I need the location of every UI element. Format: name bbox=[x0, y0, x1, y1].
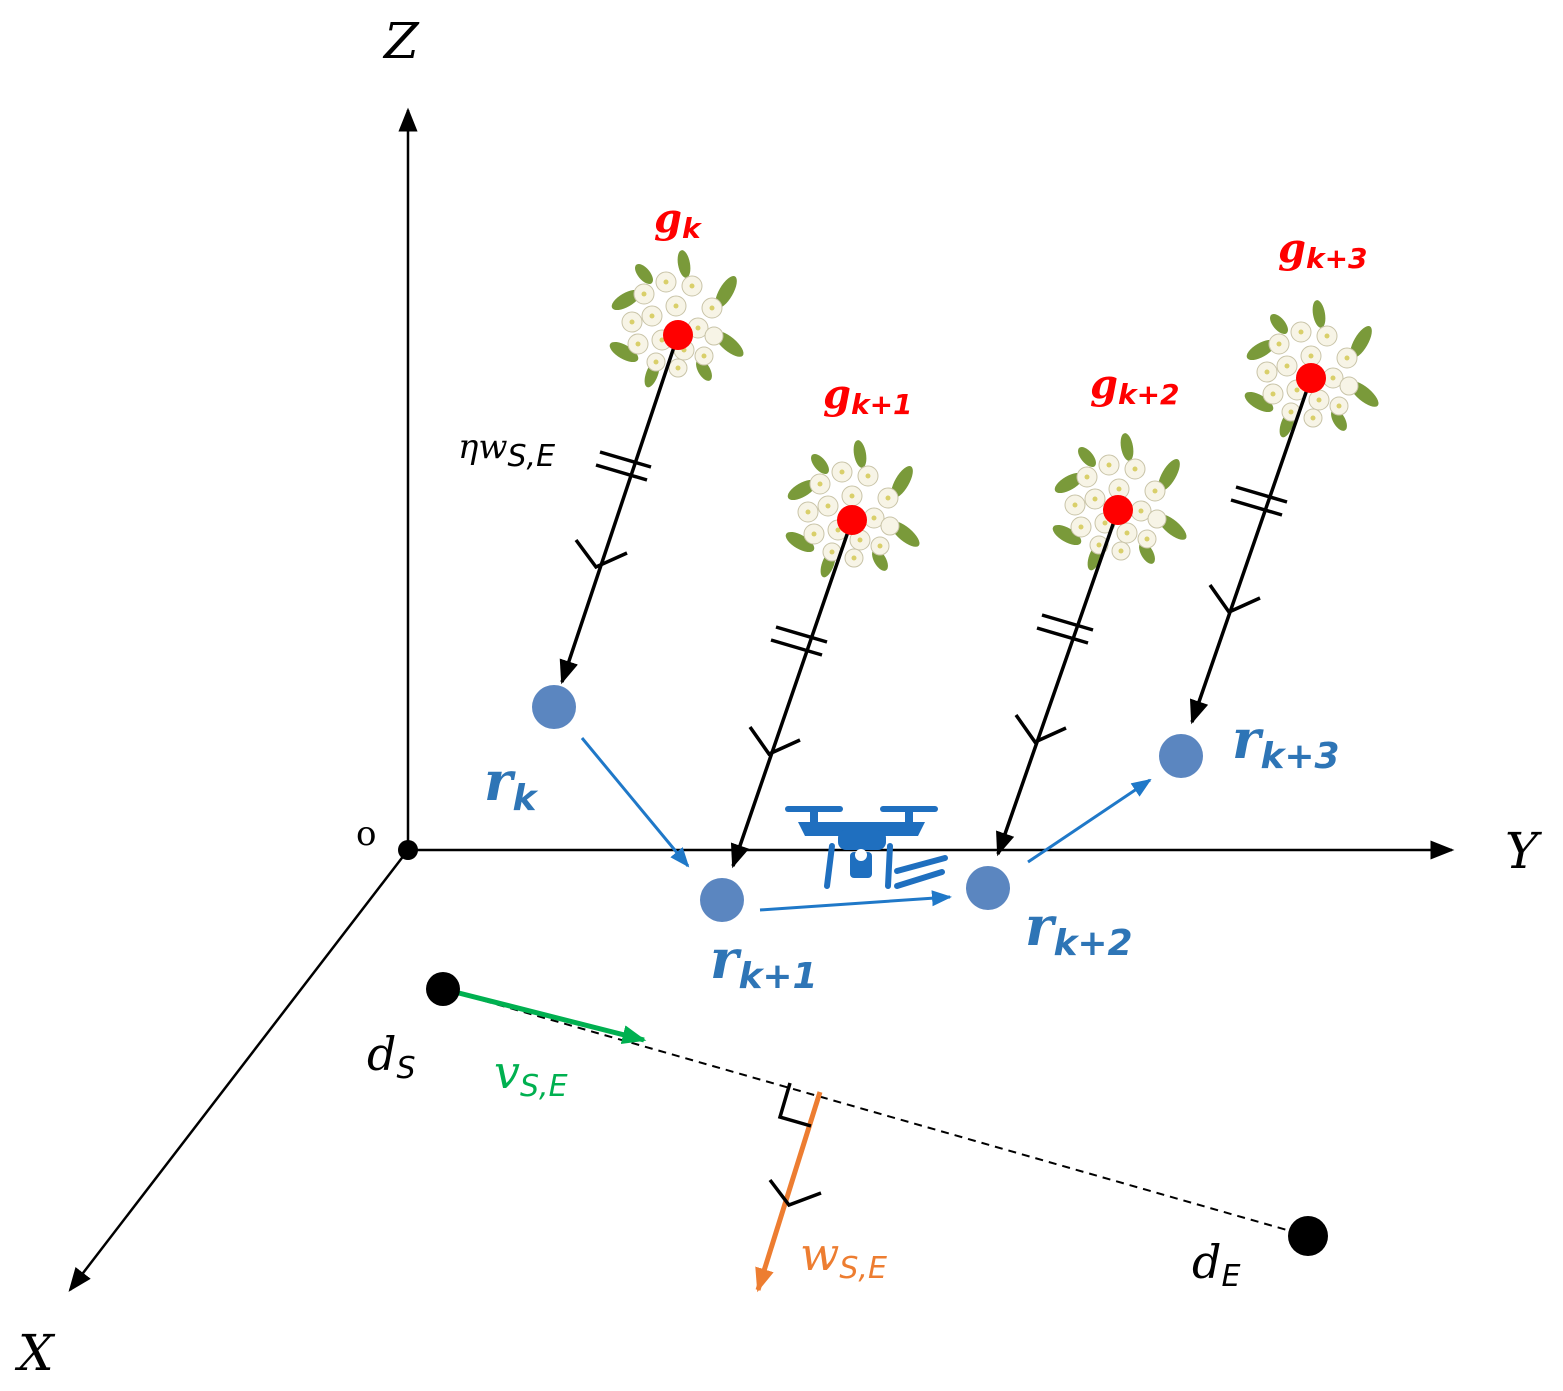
label-d-start: dS bbox=[367, 1027, 416, 1086]
r-flow-arrows bbox=[580, 737, 1152, 912]
label-d-end: dE bbox=[1192, 1235, 1240, 1294]
r-point-k bbox=[532, 685, 576, 729]
label-g-k: gk bbox=[654, 195, 703, 245]
label-v: vS,E bbox=[494, 1045, 568, 1104]
v-vector bbox=[442, 986, 647, 1044]
r-point-k1 bbox=[700, 878, 744, 922]
label-r-k: rk bbox=[484, 749, 538, 819]
r-points bbox=[532, 685, 1203, 922]
g-points bbox=[663, 320, 1326, 535]
x-axis-label: X bbox=[14, 1324, 56, 1382]
y-axis-label: Y bbox=[1505, 822, 1542, 880]
g-point-k bbox=[663, 320, 693, 350]
r-point-k2 bbox=[966, 866, 1010, 910]
r-point-k3 bbox=[1159, 734, 1203, 778]
w-direction-chevron bbox=[768, 1178, 822, 1208]
label-r-k2: rk+2 bbox=[1025, 894, 1133, 964]
drone-icon bbox=[785, 806, 948, 889]
x-axis bbox=[68, 849, 409, 1292]
arrow-gk3-rk3 bbox=[1189, 377, 1313, 725]
label-g-k2: gk+2 bbox=[1090, 361, 1180, 411]
z-axis-label: Z bbox=[382, 12, 420, 70]
g-point-k3 bbox=[1296, 363, 1326, 393]
label-g-k3: gk+3 bbox=[1278, 225, 1368, 275]
label-eta-w: ηwS,E bbox=[458, 427, 555, 474]
label-g-k1: gk+1 bbox=[823, 371, 913, 421]
arrow-gk-rk bbox=[559, 334, 680, 685]
origin-point bbox=[398, 840, 418, 860]
d-start-point bbox=[426, 972, 460, 1006]
arrow-rk2-rk3 bbox=[1027, 778, 1152, 864]
blossom-clusters bbox=[606, 248, 1383, 580]
label-w: wS,E bbox=[800, 1227, 887, 1286]
d-end-point bbox=[1288, 1216, 1328, 1256]
right-angle-mark bbox=[777, 1082, 812, 1128]
g-to-r-arrows bbox=[559, 334, 1313, 869]
label-r-k3: rk+3 bbox=[1232, 707, 1340, 777]
parallel-marks bbox=[595, 450, 1288, 657]
arrow-rk1-rk2 bbox=[759, 890, 952, 912]
origin-label: o bbox=[356, 814, 376, 854]
arrow-rk-rk1 bbox=[580, 737, 690, 868]
axes: Z Y X o bbox=[14, 12, 1542, 1382]
direction-chevrons bbox=[574, 538, 1261, 757]
ds-de-segment bbox=[426, 972, 1328, 1293]
dashed-line bbox=[442, 988, 1309, 1237]
label-r-k1: rk+1 bbox=[710, 927, 818, 997]
arrow-gk2-rk2 bbox=[996, 509, 1120, 857]
g-point-k1 bbox=[837, 505, 867, 535]
arrow-gk1-rk1 bbox=[730, 519, 854, 869]
g-point-k2 bbox=[1103, 495, 1133, 525]
blossom-cluster-icon bbox=[606, 248, 748, 390]
